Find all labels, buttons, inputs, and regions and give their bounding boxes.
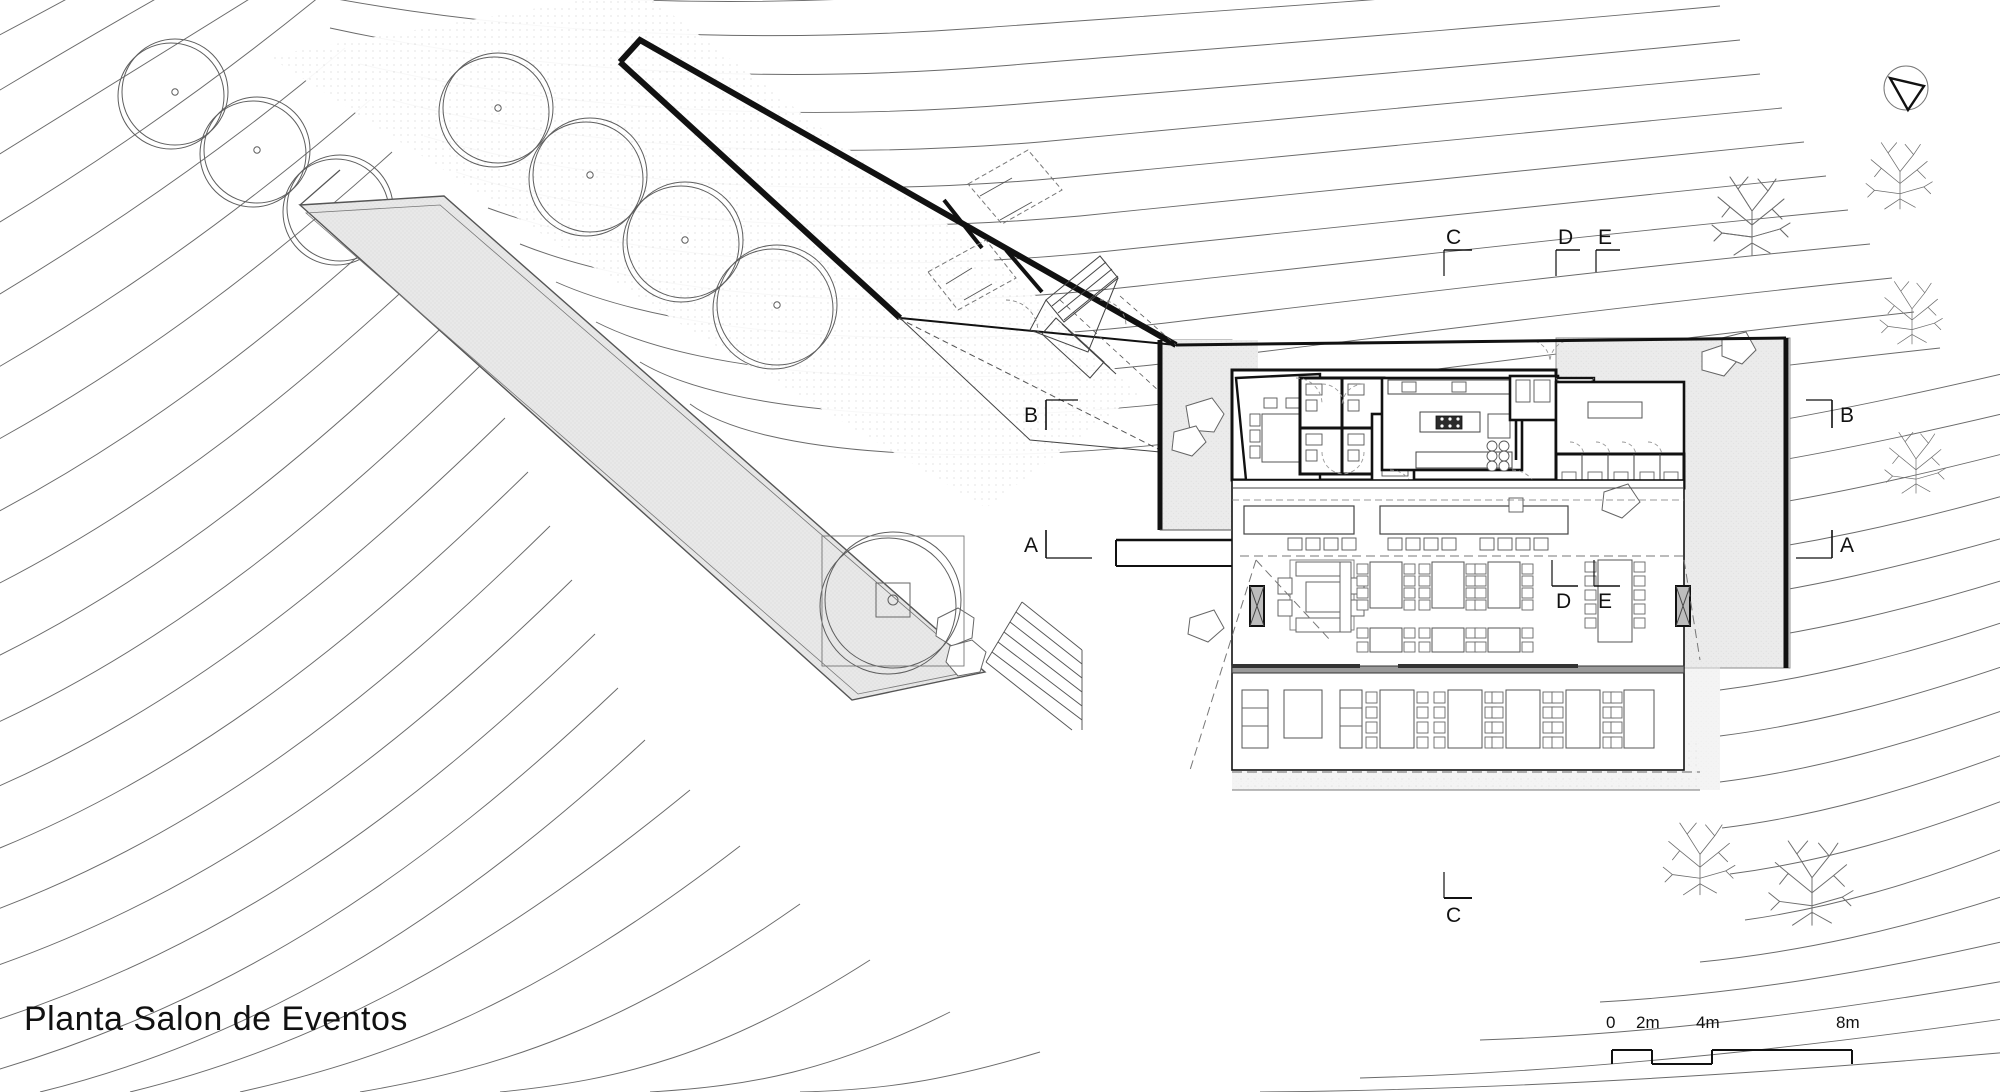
event-hall (1231, 479, 1700, 791)
contour-lines-left (0, 0, 1041, 1092)
pivot-doors (1249, 585, 1691, 627)
section-marker-e-top: E (1598, 226, 1612, 249)
hall-partition (1231, 664, 1685, 674)
section-marker-b-left: B (1024, 404, 1038, 427)
diagonal-walkway (298, 169, 1083, 731)
section-marker-a-left: A (1024, 534, 1038, 557)
section-marker-d-top: D (1558, 226, 1573, 249)
section-marker-b-right: B (1840, 404, 1854, 427)
page-title: Planta Salon de Eventos (24, 1000, 408, 1038)
kitchen (1380, 376, 1524, 472)
tree-canopy (438, 52, 554, 168)
section-marker-c-bottom: C (1446, 904, 1461, 927)
long-dining-table (1584, 559, 1646, 643)
tree-canopy-bottom (819, 531, 965, 675)
tree-canopy (117, 38, 229, 150)
banquet-tables-lower (1241, 689, 1655, 749)
section-marker-labels: C D E B A B A C D E (1024, 226, 1854, 927)
section-marker-a-right: A (1840, 534, 1854, 557)
section-marker-e-inline: E (1598, 590, 1612, 613)
small-tables-row (1356, 627, 1534, 653)
scale-label-0: 0 (1606, 1013, 1616, 1032)
tree-canopy (622, 181, 744, 303)
building-boundary (1115, 336, 1789, 668)
tree-canopy (199, 96, 311, 208)
restrooms (1298, 376, 1386, 476)
tree-canopy (528, 117, 648, 237)
scale-label-8m: 8m (1836, 1013, 1860, 1032)
scale-label-2m: 2m (1636, 1013, 1660, 1032)
section-marker-lines (1045, 249, 1833, 899)
north-arrow (1883, 65, 1929, 113)
scale-label-4m: 4m (1696, 1013, 1720, 1032)
setback-lines (1189, 555, 1701, 771)
section-marker-d-inline: D (1556, 590, 1571, 613)
section-marker-c-top: C (1446, 226, 1461, 249)
scale-bar-graphic (1611, 1049, 1853, 1065)
banquet-tables-upper (1356, 561, 1534, 611)
tree-canopy (712, 244, 838, 370)
angled-north-wing (617, 36, 1178, 453)
scale-bar: 0 2m 4m 8m (1600, 1013, 1930, 1073)
